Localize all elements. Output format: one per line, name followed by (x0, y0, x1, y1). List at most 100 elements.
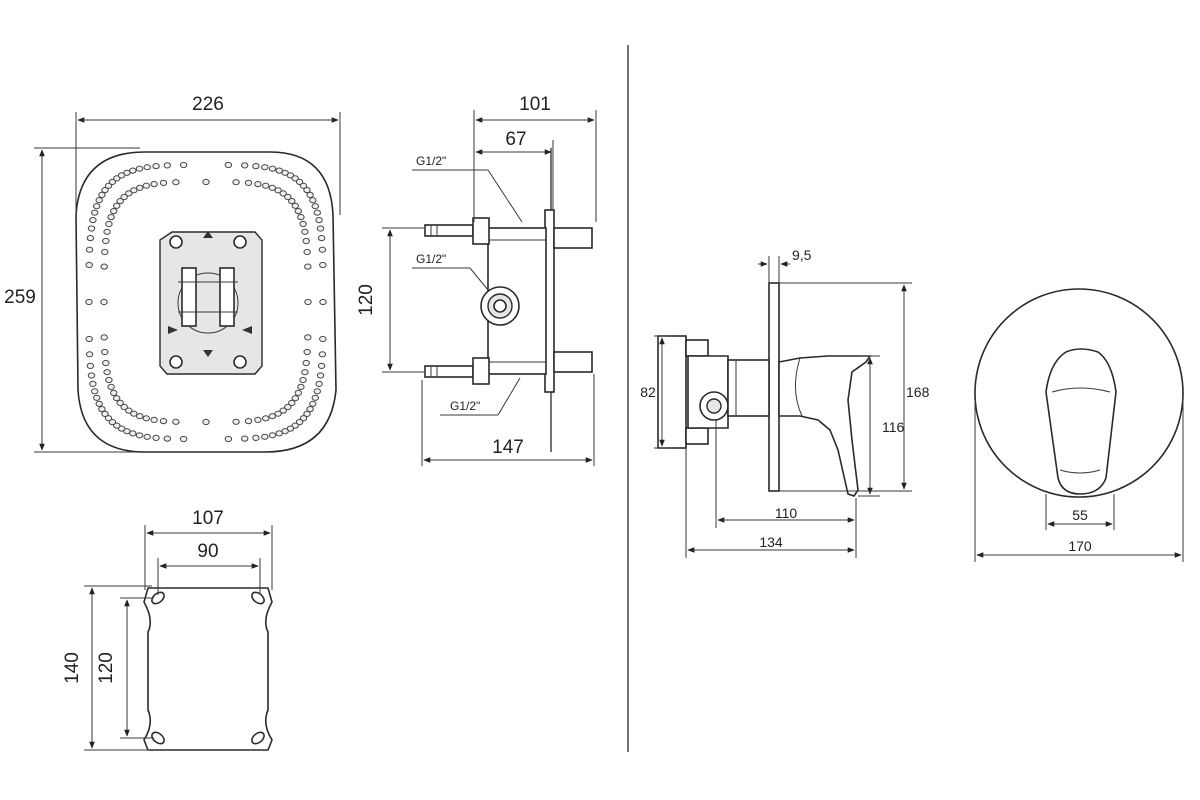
perforation-dot (89, 217, 97, 224)
perforation-dot (152, 163, 160, 170)
perforation-dot (319, 261, 327, 269)
dim-depth: 101 (519, 94, 551, 115)
perforation-dot (288, 399, 296, 406)
perforation-dot (120, 403, 128, 411)
perforation-dot (107, 383, 115, 390)
perforation-dot (143, 433, 151, 440)
perforation-dot (268, 413, 276, 420)
label-thread-mid: G1/2" (416, 252, 446, 266)
perforation-dot (101, 410, 109, 417)
perforation-dot (142, 415, 151, 422)
perforation-dot (101, 248, 109, 256)
rosette-plate (768, 282, 780, 492)
perforation-dot (317, 235, 326, 242)
side-view-dims: 101 67 120 147 G1/2" G1/2" G1/2" (356, 94, 597, 466)
screw-icon (169, 355, 183, 369)
perforation-dot (279, 407, 287, 414)
perforation-dot (125, 190, 133, 197)
perforation-dot (294, 389, 302, 396)
perforation-dot (159, 418, 168, 425)
cartridge-housing (727, 359, 770, 417)
perforation-dot (316, 225, 325, 232)
perforation-dot (86, 362, 95, 369)
perforation-dot (98, 191, 106, 198)
dim-height: 259 (4, 287, 36, 308)
dim-plate-gap: 9,5 (792, 247, 812, 263)
perforation-dot (86, 235, 95, 242)
arrow-up-icon (203, 231, 213, 238)
perforation-dot (241, 162, 249, 169)
perforation-dot (299, 220, 307, 228)
perforation-dot (241, 435, 249, 442)
perforation-dot (85, 298, 93, 306)
perforation-dot (297, 383, 305, 390)
perforation-dot (125, 407, 133, 414)
perforation-dot (101, 187, 109, 194)
perforation-dot (309, 197, 317, 204)
arrow-left-icon (242, 326, 252, 334)
mixer-side-dims: 9,5 82 116 168 110 134 (640, 247, 930, 558)
perforation-dot (244, 179, 253, 186)
dim-overall: 147 (492, 437, 524, 458)
perforation-dot (224, 161, 233, 169)
perforation-dot (254, 416, 262, 423)
perforation-dot (136, 413, 144, 420)
inlet-bottom (424, 365, 474, 378)
perforation-dot (102, 237, 110, 245)
perforation-dot (315, 380, 323, 387)
perforation-dot (232, 418, 240, 425)
arrow-right-icon (168, 326, 178, 334)
perforation-dot (105, 376, 113, 384)
screw-icon (233, 235, 247, 249)
perforation-dot (252, 163, 260, 170)
perforation-dot (101, 348, 109, 356)
perforation-dot (304, 298, 312, 306)
perforation-dot (274, 187, 282, 194)
perforation-dot (172, 179, 180, 186)
perforation-dot (288, 198, 296, 205)
lever-handle (778, 355, 872, 497)
perforation-dot (268, 165, 277, 172)
perforation-dot (93, 394, 101, 401)
perforation-dot (315, 217, 323, 224)
dim-total-length: 134 (759, 534, 783, 550)
perforation-dot (302, 359, 310, 367)
perforation-dot (299, 182, 308, 189)
perforation-dot (107, 214, 115, 221)
slot-hole (251, 591, 265, 605)
inlet-top (424, 224, 474, 237)
perforation-dot (299, 376, 307, 384)
perforation-dots (85, 161, 327, 443)
perforation-dot (142, 182, 151, 189)
perforation-dot (319, 335, 327, 343)
perforation-dot (319, 298, 327, 306)
perforation-dot (309, 400, 317, 407)
label-thread-bottom: G1/2" (450, 399, 480, 413)
perforation-dot (100, 298, 108, 306)
perforation-dot (152, 434, 160, 441)
perforation-dot (303, 348, 311, 356)
perforation-dot (85, 351, 94, 358)
perforation-dot (116, 198, 124, 205)
valve-right (219, 267, 235, 327)
side-flange-bottom (553, 351, 593, 373)
arrow-down-icon (203, 350, 213, 357)
perforation-dot (306, 406, 314, 413)
valve-left (181, 267, 197, 327)
label-thread-top: G1/2" (416, 154, 446, 168)
perforation-dot (100, 263, 108, 270)
perforation-dot (89, 380, 97, 387)
perforation-dot (317, 362, 326, 369)
perforation-dot (85, 261, 93, 269)
perforation-dot (232, 179, 240, 186)
perforation-dot (261, 164, 269, 171)
perforation-dot (284, 403, 292, 411)
perforation-dot (202, 178, 210, 186)
perforation-dot (120, 193, 128, 201)
perforation-dot (113, 202, 121, 209)
dim-plate-outer-height: 140 (62, 652, 83, 684)
mixer-front-dims: 55 170 (974, 400, 1184, 562)
perforation-dot (100, 334, 108, 341)
perforation-dot (87, 225, 96, 232)
